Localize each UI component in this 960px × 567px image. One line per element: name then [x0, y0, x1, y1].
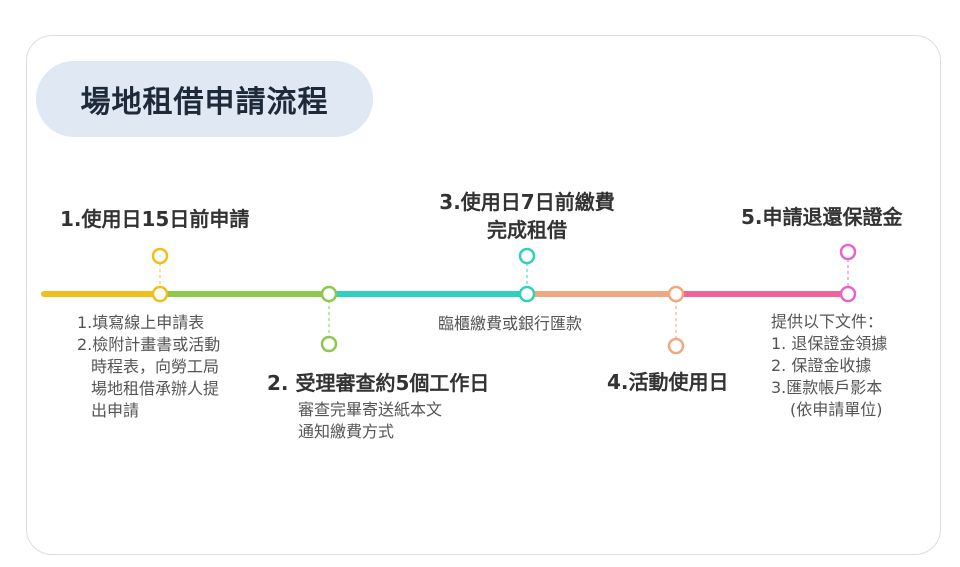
step-5-label: 5.申請退還保證金: [741, 205, 903, 229]
step-2-desc-line-2: 通知繳費方式: [298, 422, 395, 441]
step-1-node: [151, 285, 169, 303]
step-1-desc-line-5: 出申請: [91, 401, 140, 420]
step-1-desc-line-4: 場地租借承辦人提: [91, 379, 220, 398]
page-title: 場地租借申請流程: [36, 61, 373, 137]
step-1-marker: [151, 247, 169, 265]
step-4-label: 4.活動使用日: [607, 370, 729, 394]
step-1-desc-line-2: 2.檢附計畫書或活動: [77, 335, 221, 354]
step-4-node: [667, 285, 685, 303]
step-2-desc-line-1: 審查完畢寄送紙本文: [298, 400, 443, 419]
step-2-label: 2. 受理審查約5個工作日: [267, 371, 490, 395]
step-5-desc-line-3: 2. 保證金收據: [771, 356, 872, 375]
step-1-label: 1.使用日15日前申請: [60, 207, 250, 231]
step-5-node: [839, 285, 857, 303]
page-title-text: 場地租借申請流程: [80, 85, 329, 120]
step-3-marker: [518, 247, 536, 265]
step-3-desc: 臨櫃繳費或銀行匯款: [438, 314, 583, 333]
step-5-desc-line-5: (依申請單位): [790, 400, 883, 419]
step-5-desc-line-4: 3.匯款帳戶影本: [771, 378, 883, 397]
step-2-node: [320, 285, 338, 303]
step-5-marker: [839, 243, 857, 261]
step-2-marker: [320, 335, 338, 353]
step-3-node: [518, 285, 536, 303]
step-1-desc-line-3: 時程表，向勞工局: [91, 357, 220, 376]
step-3-label-line-2: 完成租借: [487, 218, 567, 242]
step-5-desc-line-2: 1. 退保證金領據: [771, 334, 888, 353]
step-1-desc-line-1: 1.填寫線上申請表: [77, 313, 205, 332]
step-4-marker: [667, 337, 685, 355]
step-5-desc-line-1: 提供以下文件：: [771, 312, 884, 331]
step-3-label-line-1: 3.使用日7日前繳費: [439, 190, 615, 214]
